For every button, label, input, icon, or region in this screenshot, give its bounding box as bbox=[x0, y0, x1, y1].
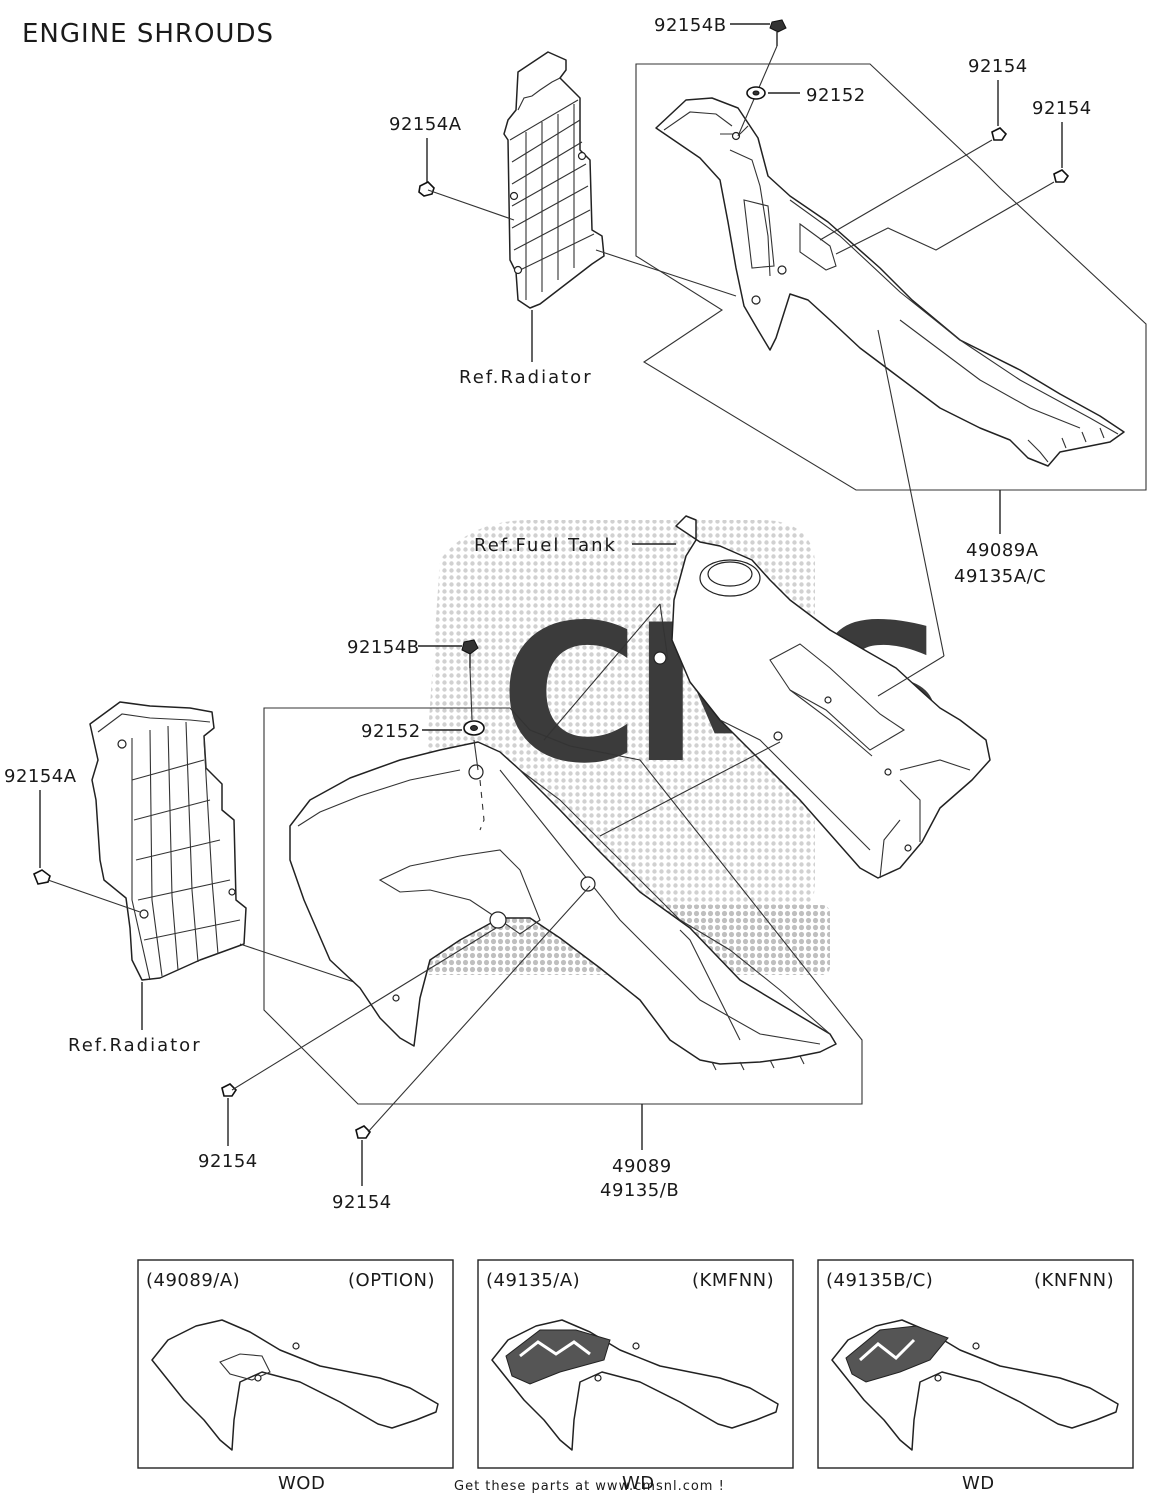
variant-option-2: (KMFNN) bbox=[692, 1270, 774, 1291]
variant-option-3: (KNFNN) bbox=[1034, 1270, 1114, 1291]
bolt-92154A-left bbox=[32, 869, 51, 885]
axis-tank-hook bbox=[877, 655, 945, 697]
variant-box-1: (49089/A) (OPTION) WOD bbox=[137, 1259, 454, 1494]
axis-92154-bottom-1 bbox=[231, 927, 497, 1091]
grommet-92152-top bbox=[746, 86, 766, 100]
assembly-outline-top bbox=[635, 63, 1147, 491]
axis-radiator-to-shroud-left bbox=[239, 943, 361, 985]
label-92152-top: 92152 bbox=[806, 85, 866, 106]
shroud-right-top bbox=[655, 97, 1125, 467]
bolt-92154A-top bbox=[418, 181, 515, 221]
variant-box-3: (49135B/C) (KNFNN) WD bbox=[817, 1259, 1134, 1494]
axis-92154-top-2 bbox=[835, 181, 1055, 255]
fuel-tank bbox=[653, 515, 991, 879]
label-92154A-top: 92154A bbox=[389, 114, 462, 135]
label-49089: 49089 bbox=[612, 1156, 672, 1177]
variant-code-1: (49089/A) bbox=[146, 1270, 240, 1291]
label-92154-top-1: 92154 bbox=[968, 56, 1028, 77]
bolt-92154B-mid bbox=[461, 639, 479, 668]
page-title: ENGINE SHROUDS bbox=[22, 19, 274, 49]
variant-code-3: (49135B/C) bbox=[826, 1270, 933, 1291]
axis-92154-bottom-2 bbox=[367, 885, 591, 1133]
bolt-92154-top-2 bbox=[1053, 169, 1070, 183]
axis-top-assembly-to-tank bbox=[877, 329, 945, 657]
radiator-grille-top bbox=[503, 51, 605, 309]
variant-shroud-kmfnn bbox=[491, 1319, 779, 1451]
label-92154-top-2: 92154 bbox=[1032, 98, 1092, 119]
label-ref-radiator-top: Ref.Radiator bbox=[459, 367, 593, 388]
axis-92154A-left bbox=[47, 879, 141, 913]
radiator-grille-left bbox=[89, 701, 247, 981]
bolt-92154-top-1 bbox=[991, 127, 1008, 141]
variant-caption-3: WD bbox=[962, 1473, 995, 1494]
bolt-92154-bottom-2 bbox=[355, 1125, 372, 1139]
axis-92154-top-1 bbox=[819, 139, 993, 241]
variant-shroud-knfnn bbox=[831, 1319, 1119, 1451]
label-49135-B: 49135/B bbox=[600, 1180, 679, 1201]
label-92154-bottom-1: 92154 bbox=[198, 1151, 258, 1172]
axis-radiator-to-shroud bbox=[595, 249, 737, 297]
variant-shroud-plain bbox=[151, 1319, 439, 1451]
variant-code-2: (49135/A) bbox=[486, 1270, 580, 1291]
label-92154B-mid: 92154B bbox=[347, 637, 420, 658]
bolt-92154B-top bbox=[769, 19, 787, 46]
label-ref-fuel-tank: Ref.Fuel Tank bbox=[474, 535, 617, 556]
label-49135A-C: 49135A/C bbox=[954, 566, 1046, 587]
assembly-outline-bottom bbox=[263, 707, 863, 1105]
label-49089A: 49089A bbox=[966, 540, 1039, 561]
axis-92152-mid bbox=[473, 739, 479, 771]
grommet-92152-mid bbox=[463, 720, 485, 736]
label-ref-radiator-bottom: Ref.Radiator bbox=[68, 1035, 202, 1056]
footer-link[interactable]: Get these parts at www.cmsnl.com ! bbox=[454, 1479, 725, 1494]
label-92154A-left: 92154A bbox=[4, 766, 77, 787]
variant-caption-1: WOD bbox=[278, 1473, 325, 1494]
label-92152-mid: 92152 bbox=[361, 721, 421, 742]
label-92154-bottom-2: 92154 bbox=[332, 1192, 392, 1213]
variant-box-2: (49135/A) (KMFNN) WD bbox=[477, 1259, 794, 1494]
label-92154B-top: 92154B bbox=[654, 15, 727, 36]
variant-caption-2: WD bbox=[622, 1473, 655, 1494]
axis-tank-to-shroud bbox=[543, 603, 661, 741]
axis-dashed-mid bbox=[479, 779, 485, 831]
variant-option-1: (OPTION) bbox=[348, 1270, 435, 1291]
axis-tank-mount bbox=[659, 603, 669, 661]
axis-tank-to-shroud-2 bbox=[599, 741, 781, 837]
axis-92154B-mid bbox=[469, 667, 473, 721]
bolt-92154-bottom-1 bbox=[221, 1083, 238, 1097]
shroud-left bbox=[289, 741, 837, 1071]
